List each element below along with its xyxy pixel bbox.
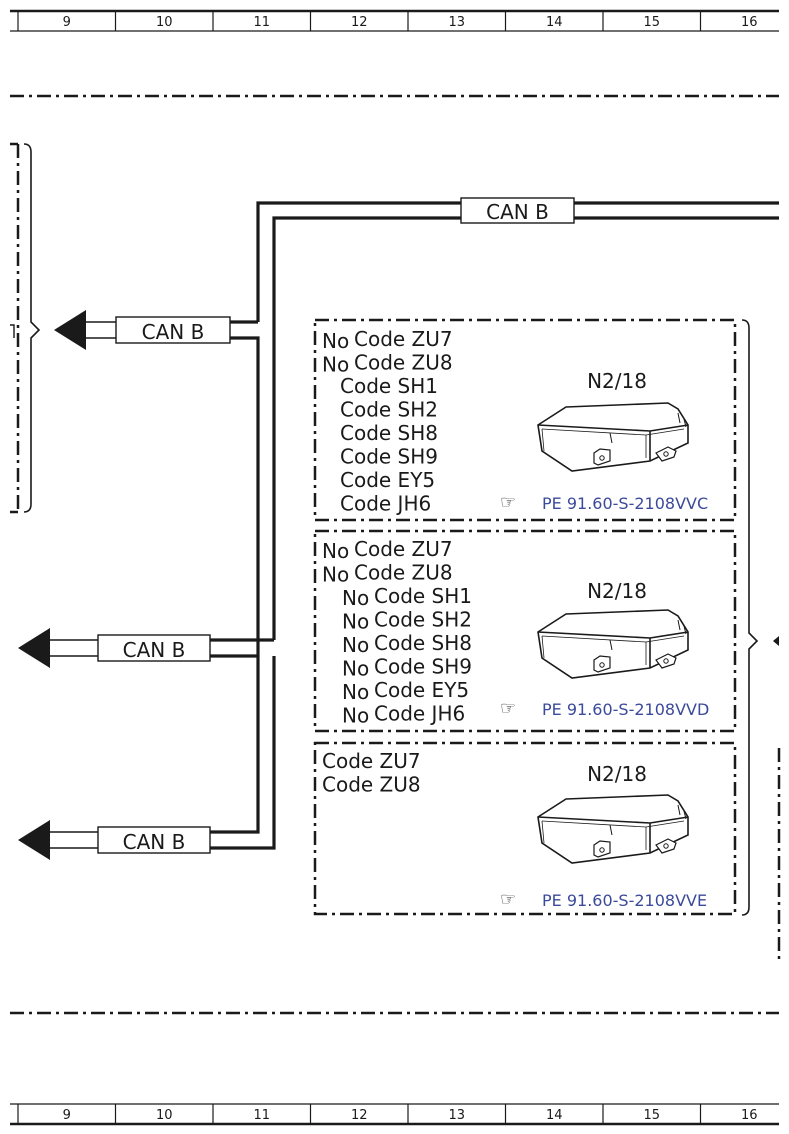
code-condition: Code SH9 bbox=[340, 445, 438, 469]
bottom-ruler: 9 10 11 12 13 14 15 16 bbox=[10, 1103, 779, 1126]
component-label: N2/18 bbox=[587, 579, 647, 603]
code-condition: Code SH2 bbox=[374, 608, 472, 632]
control-unit-icon bbox=[537, 402, 689, 472]
code-condition: Code SH1 bbox=[374, 584, 472, 608]
code-condition: Code ZU7 bbox=[354, 537, 453, 561]
can-b-label-middle: CAN B bbox=[97, 634, 211, 662]
pointing-hand-icon: ☞ bbox=[500, 889, 516, 910]
arrow-left-icon bbox=[773, 636, 779, 646]
ruler-column-number: 15 bbox=[643, 1108, 660, 1123]
can-b-wiring bbox=[210, 201, 779, 850]
code-condition: Code ZU7 bbox=[322, 749, 421, 773]
code-condition: Code ZU8 bbox=[354, 561, 453, 585]
connector-middle bbox=[18, 628, 98, 668]
reference-link[interactable]: PE 91.60-S-2108VVE bbox=[542, 891, 707, 910]
ruler-column-number: 13 bbox=[448, 15, 465, 30]
svg-text:CAN B: CAN B bbox=[123, 830, 186, 854]
right-group-brace bbox=[741, 319, 759, 916]
ruler-column-number: 9 bbox=[63, 1108, 71, 1123]
code-prefix: No bbox=[342, 657, 369, 681]
code-condition: Code ZU8 bbox=[322, 773, 421, 797]
can-b-label-upper: CAN B bbox=[115, 316, 231, 344]
top-ruler: 9 10 11 12 13 14 15 16 bbox=[10, 9, 779, 32]
code-condition: Code JH6 bbox=[340, 492, 431, 516]
reference-link[interactable]: PE 91.60-S-2108VVD bbox=[542, 700, 709, 719]
pointing-hand-icon: ☞ bbox=[500, 492, 516, 513]
arrow-left-icon bbox=[18, 820, 50, 860]
svg-text:CAN B: CAN B bbox=[486, 200, 549, 224]
ruler-column-number: 14 bbox=[546, 1108, 563, 1123]
ruler-column-number: 12 bbox=[351, 15, 368, 30]
code-prefix: No bbox=[322, 353, 349, 377]
connector-upper bbox=[54, 310, 116, 350]
code-condition: Code SH2 bbox=[340, 398, 438, 422]
code-prefix: No bbox=[342, 586, 369, 610]
ruler-column-number: 11 bbox=[253, 1108, 270, 1123]
component-label: N2/18 bbox=[587, 369, 647, 393]
component-label: N2/18 bbox=[587, 762, 647, 786]
code-condition: Code SH9 bbox=[374, 655, 472, 679]
reference-link[interactable]: PE 91.60-S-2108VVC bbox=[542, 494, 708, 513]
ruler-column-number: 11 bbox=[253, 15, 270, 30]
code-condition: Code ZU8 bbox=[354, 351, 453, 375]
code-condition: Code ZU7 bbox=[354, 327, 453, 351]
ruler-column-number: 15 bbox=[643, 15, 660, 30]
control-unit-icon bbox=[537, 609, 689, 679]
ruler-column-number: 10 bbox=[156, 1108, 173, 1123]
ruler-column-number: 13 bbox=[448, 1108, 465, 1123]
ruler-column-number: 16 bbox=[741, 1108, 758, 1123]
code-condition: Code SH1 bbox=[340, 374, 438, 398]
code-prefix: No bbox=[342, 633, 369, 657]
code-condition: Code EY5 bbox=[340, 468, 435, 492]
arrow-left-icon bbox=[54, 310, 86, 350]
connector-lower bbox=[18, 820, 98, 860]
svg-text:CAN B: CAN B bbox=[142, 320, 205, 344]
can-b-label-lower: CAN B bbox=[97, 826, 211, 854]
code-condition: Code SH8 bbox=[340, 421, 438, 445]
svg-text:CAN B: CAN B bbox=[123, 638, 186, 662]
code-prefix: No bbox=[342, 704, 369, 728]
can-b-label-top: CAN B bbox=[460, 197, 575, 224]
left-group-brace bbox=[23, 143, 41, 513]
ruler-column-number: 12 bbox=[351, 1108, 368, 1123]
arrow-left-icon bbox=[18, 628, 50, 668]
code-prefix: No bbox=[322, 539, 349, 563]
ruler-column-number: 10 bbox=[156, 15, 173, 30]
ruler-column-number: 9 bbox=[63, 15, 71, 30]
code-prefix: No bbox=[342, 680, 369, 704]
code-prefix: No bbox=[322, 329, 349, 353]
code-condition: Code SH8 bbox=[374, 631, 472, 655]
code-condition: Code EY5 bbox=[374, 678, 469, 702]
code-prefix: No bbox=[322, 563, 349, 587]
code-condition: Code JH6 bbox=[374, 702, 465, 726]
ruler-column-number: 16 bbox=[741, 15, 758, 30]
ruler-column-number: 14 bbox=[546, 15, 563, 30]
code-prefix: No bbox=[342, 610, 369, 634]
pointing-hand-icon: ☞ bbox=[500, 698, 516, 719]
control-unit-icon bbox=[537, 794, 689, 864]
